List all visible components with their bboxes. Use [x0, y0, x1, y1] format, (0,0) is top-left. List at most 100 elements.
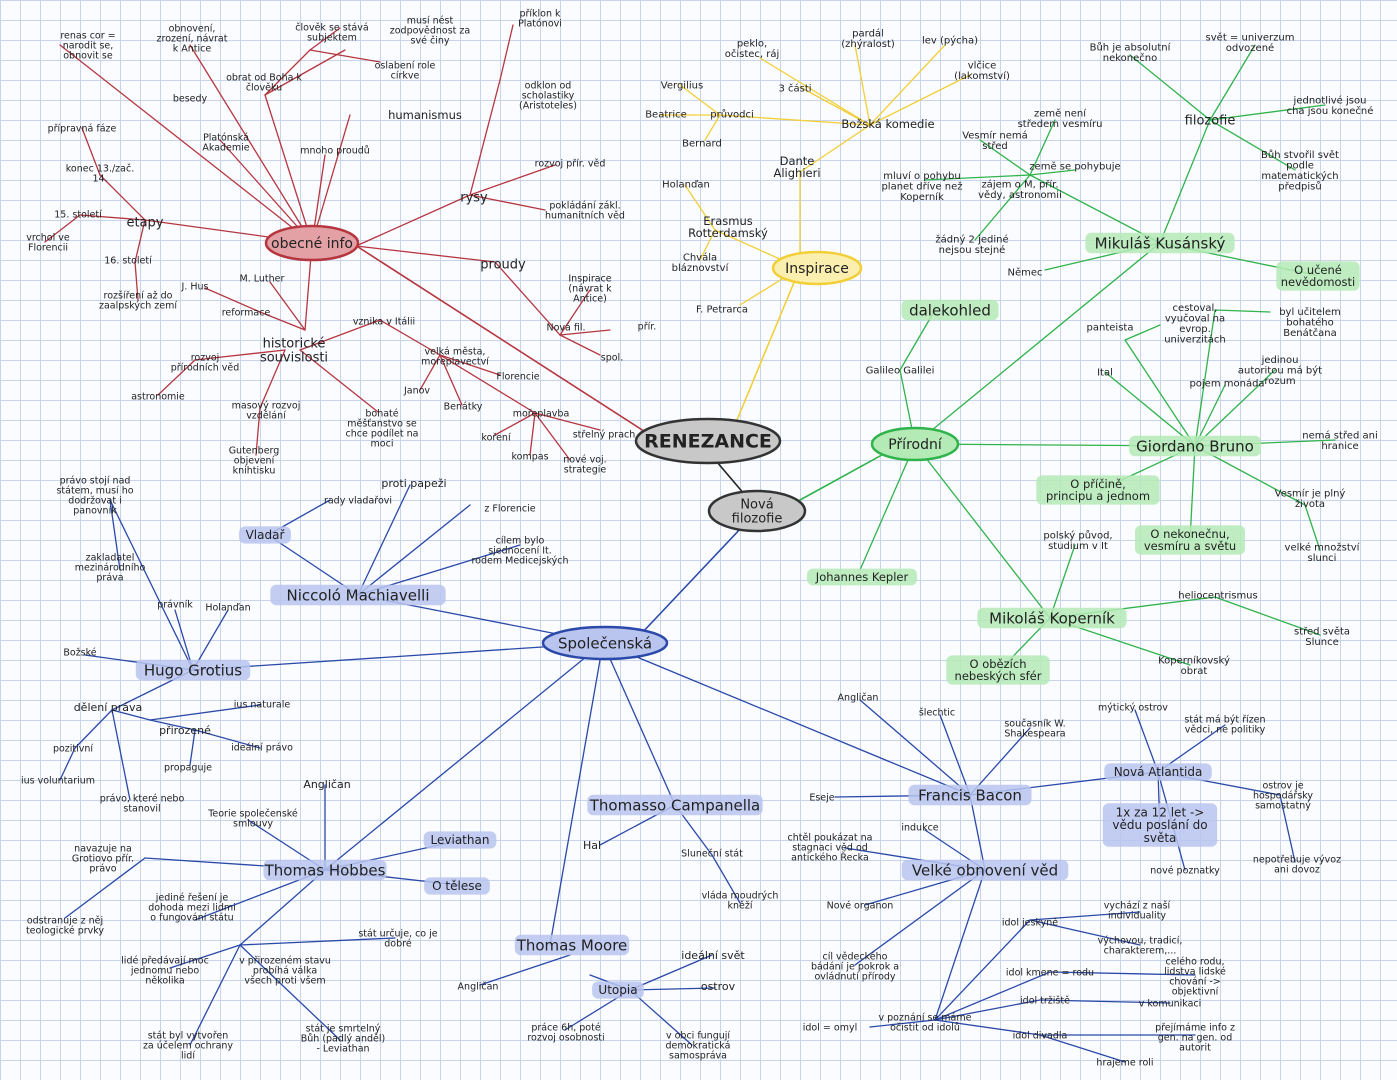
blue-label: idol jeskyně: [1002, 917, 1058, 928]
blue-topic-highlight: [263, 859, 387, 881]
red-label: reformace: [222, 307, 271, 318]
connector-line: [869, 74, 971, 126]
blue-label: pozitivní: [53, 743, 93, 754]
red-label: Nová fil.: [546, 322, 585, 333]
green-topic-highlight: [1036, 475, 1160, 505]
connector-line: [934, 869, 986, 1021]
blue-label: ostrov: [701, 980, 736, 993]
connector-line: [699, 229, 716, 261]
green-label: zájem o M, přír.vědy, astronomii: [978, 178, 1062, 201]
connector-line: [309, 49, 381, 63]
connector-line: [439, 354, 501, 376]
red-label: rysy: [460, 191, 488, 206]
connector-line: [1029, 919, 1141, 946]
connector-line: [134, 261, 139, 301]
connector-line: [969, 794, 986, 871]
green-topic-highlight: [1276, 261, 1360, 291]
connector-line: [1039, 1034, 1126, 1063]
hub-prirodni-bubble: [870, 426, 960, 462]
red-label: 16. století: [104, 255, 152, 266]
connector-line: [192, 642, 604, 671]
green-topic-highlight: [806, 568, 918, 586]
connector-line: [869, 1019, 936, 1028]
connector-line: [559, 329, 611, 336]
connector-line: [1209, 44, 1256, 121]
red-label: kompas: [511, 451, 548, 462]
connector-line: [1124, 339, 1196, 447]
yellow-label: Bernard: [682, 139, 722, 150]
blue-label: Sluneční stát: [681, 848, 743, 859]
connector-line: [79, 214, 146, 221]
connector-line: [679, 84, 721, 116]
connector-line: [1304, 504, 1321, 551]
yellow-label: F. Petrarca: [696, 305, 748, 316]
connector-line: [379, 319, 441, 356]
red-label: přír.: [638, 321, 657, 332]
blue-topic-highlight: [135, 659, 251, 681]
blue-label: dělení práva: [74, 701, 143, 714]
yellow-label: průvodci: [710, 109, 753, 121]
green-label: heliocentrismus: [1178, 591, 1257, 602]
connector-line: [299, 319, 381, 351]
connector-line: [529, 412, 536, 456]
green-label: Němec: [1007, 267, 1042, 279]
blue-topic: Nová Atlantida: [1114, 765, 1203, 779]
blue-topic-highlight: [423, 831, 497, 849]
connector-line: [629, 954, 713, 991]
connector-line: [189, 44, 313, 244]
green-topic: Giordano Bruno: [1136, 437, 1254, 455]
red-label: nové voj.strategie: [563, 454, 606, 475]
connector-line: [439, 354, 463, 406]
blue-label: idol divadla: [1013, 1030, 1068, 1041]
blue-label: proti papeži: [381, 477, 446, 490]
connector-line: [239, 937, 396, 946]
center-node-bubble: [634, 417, 782, 465]
connector-line: [149, 719, 196, 731]
connector-line: [111, 709, 131, 801]
red-label: astronomie: [131, 391, 185, 402]
connector-line: [494, 412, 536, 436]
red-label: Benátky: [444, 401, 483, 412]
blue-label: šlechtic: [919, 707, 955, 718]
connector-line: [974, 174, 1031, 241]
connector-line: [1194, 369, 1276, 447]
blue-label: hrajeme roli: [1096, 1057, 1153, 1068]
center-node: RENEZANCE: [644, 431, 772, 453]
green-topic: O nekonečnu,vesmíru a světu: [1144, 527, 1236, 553]
green-topic-highlight: [1085, 232, 1235, 254]
green-topic-highlight: [901, 299, 999, 321]
connector-line: [684, 184, 716, 231]
hub-spolecenska: Společenská: [558, 634, 652, 652]
blue-label: Božské: [63, 647, 96, 658]
blue-label: Hal: [583, 839, 601, 852]
blue-topic-highlight: [1104, 763, 1212, 781]
blue-label: ideální svět: [681, 949, 745, 962]
red-label: proudy: [480, 258, 526, 273]
hub-obecne-info-bubble: [264, 224, 360, 262]
connector-line: [736, 267, 801, 421]
connector-line: [1279, 794, 1296, 863]
connector-line: [1029, 174, 1161, 244]
connector-line: [64, 857, 146, 919]
connector-line: [255, 407, 261, 456]
connector-line: [1049, 544, 1076, 619]
connector-line: [239, 869, 326, 946]
connector-line: [934, 1019, 1041, 1036]
